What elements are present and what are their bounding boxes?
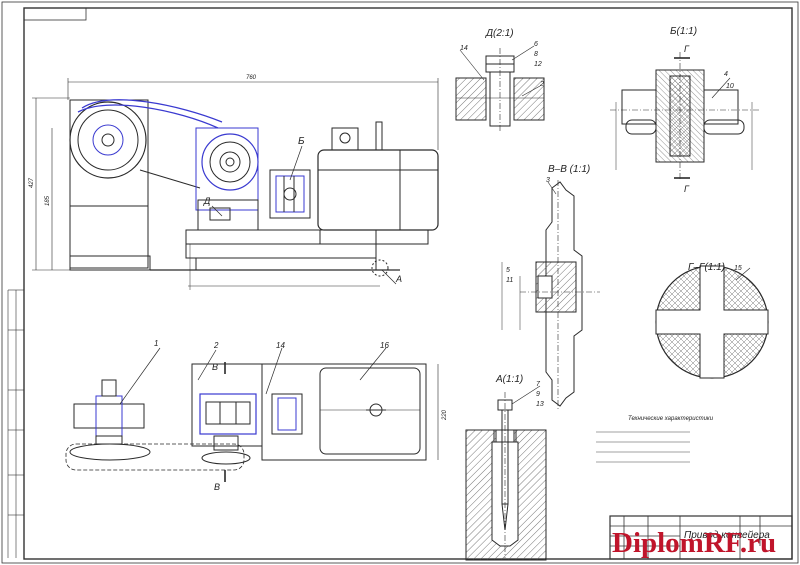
callout-pos-3: 3 [546, 177, 550, 184]
tech-notes-lines [596, 431, 690, 463]
callout-cut-v-bottom: В [214, 482, 220, 492]
drawing-title: Привод конвейера [684, 530, 770, 541]
callout-pos-11: 11 [506, 277, 513, 284]
callout-pos-5: 5 [506, 267, 510, 274]
callout-pos-1: 1 [154, 339, 158, 348]
section-a-anchor [465, 385, 547, 561]
callout-view-a: А [395, 274, 402, 284]
section-vv-sprocket [501, 180, 600, 410]
callout-pos-15: 15 [734, 265, 742, 272]
callout-pos-2-d: 2 [539, 81, 544, 88]
section-gg-label: Г–Г(1:1) [688, 262, 725, 273]
tech-notes-title: Технические характеристики [628, 416, 714, 422]
callout-pos-7: 7 [536, 381, 541, 388]
callout-cut-g-top: Г [684, 44, 690, 54]
view-b-coupling [610, 52, 760, 180]
callout-cut-g-bottom: Г [684, 184, 690, 194]
dim-overall-length: 760 [246, 75, 257, 81]
section-a-label: А(1:1) [495, 374, 523, 385]
callout-pos-14-d: 14 [460, 45, 468, 52]
watermark-logo: DiplomRF.ru [612, 527, 777, 559]
callout-pos-9: 9 [536, 391, 540, 398]
plan-view [65, 347, 439, 482]
callout-cut-v-top: В [212, 362, 218, 372]
section-d-label: Д(2:1) [485, 28, 514, 39]
callout-pos-2: 2 [213, 341, 219, 350]
callout-view-b: Б [298, 136, 305, 147]
section-b-label: Б(1:1) [670, 26, 697, 37]
callout-pos-10: 10 [726, 83, 734, 90]
callout-pos-8: 8 [534, 51, 538, 58]
front-view [32, 78, 439, 290]
callout-pos-4: 4 [724, 71, 728, 78]
callout-view-d: Д [203, 196, 211, 206]
callout-pos-6: 6 [534, 41, 538, 48]
dim-overall-height: 427 [29, 177, 35, 188]
section-d [455, 45, 545, 132]
callout-pos-14: 14 [276, 341, 285, 350]
callout-pos-13: 13 [536, 401, 544, 408]
callout-pos-16: 16 [380, 341, 389, 350]
dim-plan-width: 220 [442, 409, 448, 421]
dim-inner-height: 185 [45, 195, 51, 206]
section-vv-label: В–В (1:1) [548, 164, 590, 175]
title-block [609, 515, 793, 560]
section-gg [655, 265, 769, 379]
callout-pos-12: 12 [534, 61, 542, 68]
